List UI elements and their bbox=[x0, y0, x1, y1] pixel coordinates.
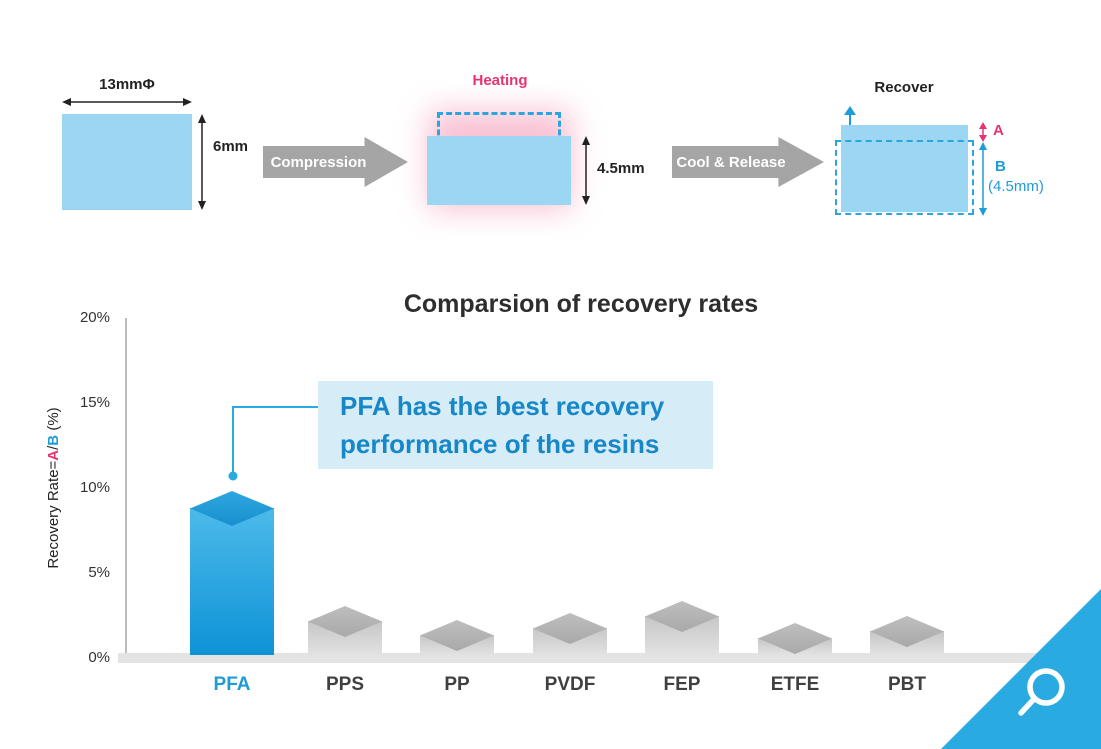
heating-compressed-sample bbox=[427, 136, 571, 205]
y-tick-20: 20% bbox=[79, 309, 110, 326]
compressed-height-arrow-icon bbox=[582, 136, 590, 205]
recover-sample bbox=[841, 125, 968, 212]
compression-arrow-label: Compression bbox=[270, 153, 367, 171]
width-dimension-arrow-icon bbox=[62, 98, 192, 106]
zoom-corner-button[interactable] bbox=[941, 589, 1101, 749]
recover-b-arrow-icon bbox=[979, 142, 987, 216]
recover-a-arrow-icon bbox=[979, 122, 987, 142]
recover-label: Recover bbox=[874, 79, 934, 96]
pfa-callout: PFA has the best recovery performance of… bbox=[318, 381, 713, 469]
cool-release-arrow-label: Cool & Release bbox=[676, 153, 786, 171]
height-dimension-arrow-icon bbox=[198, 114, 206, 210]
recover-a-label: A bbox=[993, 122, 1004, 139]
recover-up-arrow-icon bbox=[844, 106, 856, 126]
bar-label-pfa: PFA bbox=[213, 674, 251, 695]
magnifier-icon bbox=[1018, 668, 1065, 716]
sample-height-label: 6mm bbox=[213, 138, 249, 155]
y-tick-5: 5% bbox=[88, 564, 110, 581]
bar-label-pbt: PBT bbox=[888, 674, 926, 695]
y-tick-10: 10% bbox=[79, 479, 110, 496]
callout-line-2: performance of the resins bbox=[340, 429, 660, 459]
heating-height-label: 4.5mm bbox=[597, 160, 645, 177]
chart-baseline bbox=[118, 653, 1053, 663]
process-diagram: 13mmΦ 6mm Compression Heating 4.5mm bbox=[0, 0, 1101, 260]
bar-label-fep: FEP bbox=[663, 674, 701, 695]
recover-b-sub-label: (4.5mm) bbox=[988, 178, 1044, 195]
y-axis-line bbox=[125, 318, 127, 655]
sample-original bbox=[62, 114, 192, 210]
sample-width-label: 13mmΦ bbox=[99, 76, 155, 93]
zoom-corner-triangle[interactable] bbox=[941, 589, 1101, 749]
recover-b-label: B bbox=[995, 158, 1006, 175]
callout-line-1: PFA has the best recovery bbox=[340, 391, 665, 421]
bar-label-etfe: ETFE bbox=[770, 674, 820, 695]
heating-label: Heating bbox=[472, 72, 528, 89]
y-tick-15: 15% bbox=[79, 394, 110, 411]
chart-title: Comparsion of recovery rates bbox=[403, 290, 759, 318]
bar-label-pp: PP bbox=[444, 674, 470, 695]
bar-pfa bbox=[190, 508, 274, 655]
y-tick-0: 0% bbox=[88, 649, 110, 666]
recover-compressed-outline bbox=[835, 140, 974, 215]
bar-label-pps: PPS bbox=[325, 674, 365, 695]
bar-label-pvdf: PVDF bbox=[544, 674, 596, 695]
